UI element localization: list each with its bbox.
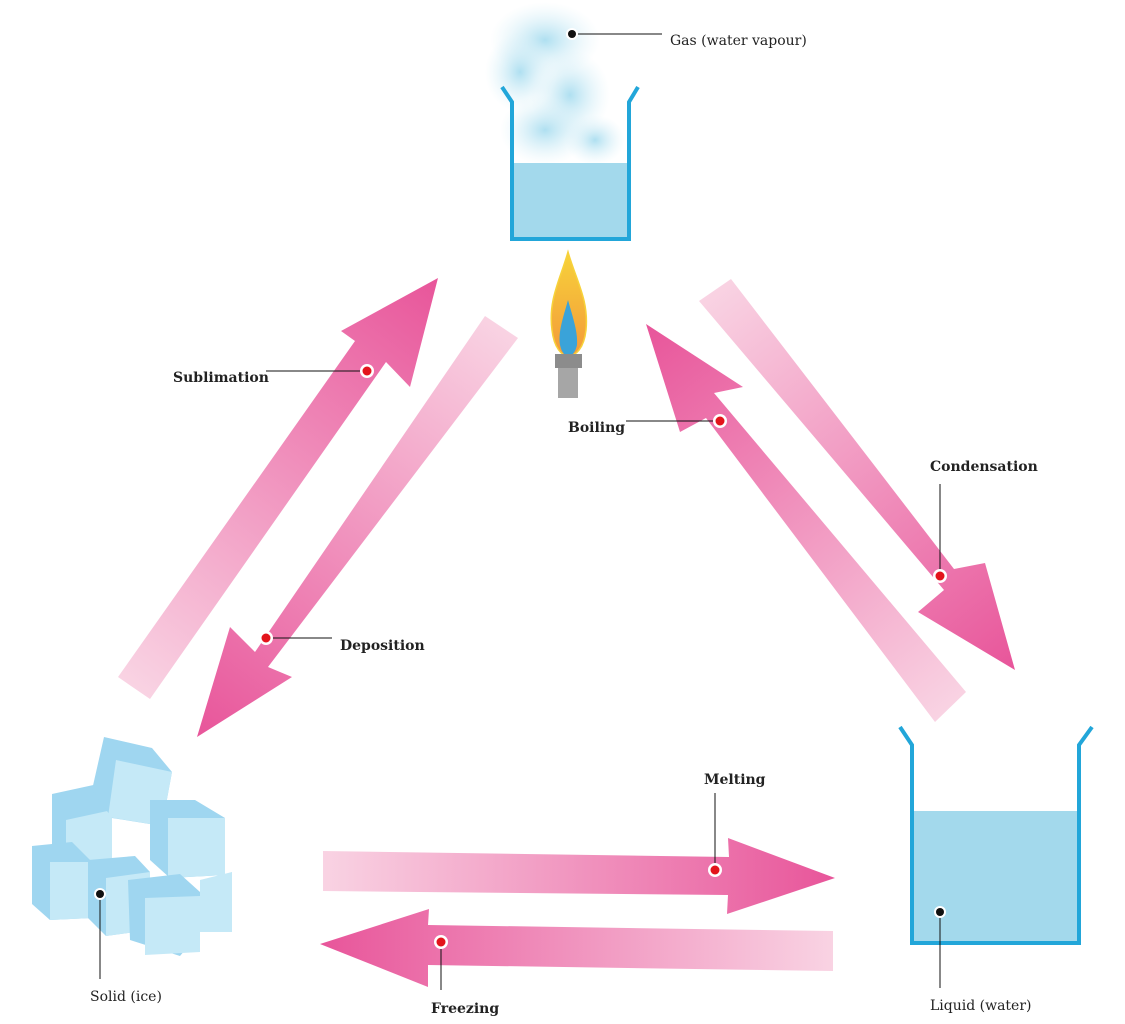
deposition-callout [259, 631, 332, 645]
freezing-callout [434, 935, 448, 990]
deposition-label: Deposition [340, 638, 425, 654]
boiling-label: Boiling [568, 420, 625, 436]
melting-label: Melting [704, 772, 766, 788]
ice-cubes [32, 737, 232, 956]
melting-callout [708, 793, 722, 877]
liquid-beaker [898, 725, 1094, 945]
boiling-callout [626, 414, 727, 428]
sublimation-callout [266, 364, 374, 378]
solid-callout [94, 888, 106, 979]
solid-label: Solid (ice) [90, 989, 162, 1005]
sublimation-arrow [118, 278, 438, 699]
gas-label: Gas (water vapour) [670, 33, 807, 49]
gas-callout [566, 28, 662, 40]
deposition-arrow [197, 316, 518, 737]
liquid-label: Liquid (water) [930, 998, 1032, 1014]
melting-arrow [323, 838, 835, 914]
sublimation-label: Sublimation [173, 370, 269, 386]
gas-beaker [500, 85, 640, 241]
condensation-label: Condensation [930, 459, 1038, 475]
liquid-callout [934, 906, 946, 988]
condensation-callout [933, 484, 947, 583]
bunsen-burner [550, 249, 588, 398]
steam [485, 2, 625, 165]
freezing-label: Freezing [431, 1001, 499, 1017]
freezing-arrow [320, 909, 833, 987]
